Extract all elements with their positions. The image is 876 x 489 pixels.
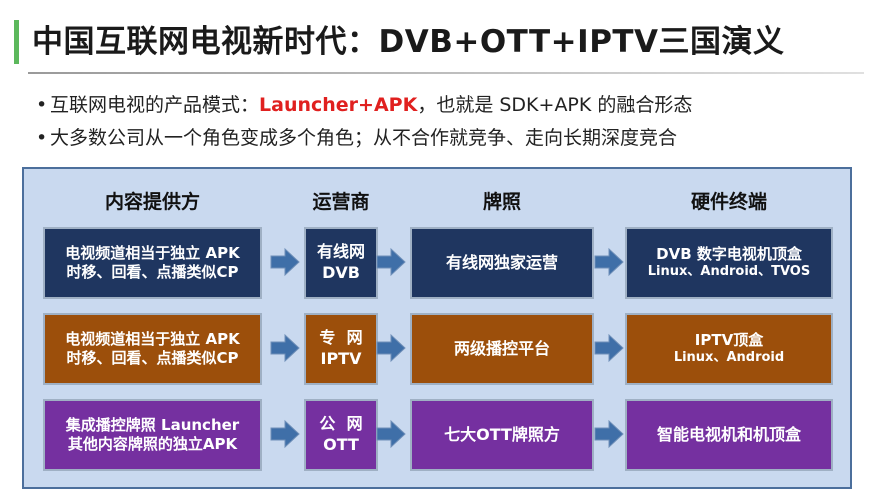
box-line: 电视频道相当于独立 APK — [65, 243, 240, 262]
bullet-1-suffix: ，也就是 SDK+APK 的融合形态 — [417, 94, 693, 116]
box-line: IPTV顶盒 — [694, 330, 764, 349]
operator-box-iptv: 专 网 IPTV — [304, 313, 378, 385]
box-line: 时移、回看、点播类似CP — [66, 349, 239, 367]
box-line: 智能电视机和机顶盒 — [656, 424, 801, 444]
right-arrow-icon — [376, 247, 406, 277]
bullet-dot: • — [36, 127, 48, 149]
box-line: Linux、Android、TVOS — [647, 264, 811, 280]
box-line: OTT — [323, 435, 359, 454]
license-box-iptv: 两级播控平台 — [410, 313, 594, 385]
column-header-hardware: 硬件终端 — [690, 191, 767, 213]
operator-box-ott: 公 网 OTT — [304, 399, 378, 471]
bullet-1-text: 互联网电视的产品模式： — [50, 94, 260, 116]
right-arrow-icon — [376, 333, 406, 363]
page-title: 中国互联网电视新时代：DVB+OTT+IPTV三国演义 — [32, 24, 785, 60]
bullet-1: •互联网电视的产品模式：Launcher+APK，也就是 SDK+APK 的融合… — [36, 90, 692, 117]
bullet-2: •大多数公司从一个角色变成多个角色；从不合作就竞争、走向长期深度竞合 — [36, 123, 677, 150]
box-line: 时移、回看、点播类似CP — [66, 263, 239, 281]
box-line: 电视频道相当于独立 APK — [65, 329, 240, 348]
title-divider — [28, 72, 864, 74]
right-arrow-icon — [376, 419, 406, 449]
operator-box-dvb: 有线网 DVB — [304, 227, 378, 299]
column-header-content: 内容提供方 — [104, 191, 200, 213]
hardware-box-dvb: DVB 数字电视机顶盒 Linux、Android、TVOS — [625, 227, 833, 299]
box-line: 两级播控平台 — [453, 338, 550, 358]
right-arrow-icon — [270, 419, 300, 449]
box-line: 专 网 — [319, 328, 363, 348]
box-line: Linux、Android — [673, 350, 785, 366]
license-box-dvb: 有线网独家运营 — [410, 227, 594, 299]
hardware-box-iptv: IPTV顶盒 Linux、Android — [625, 313, 833, 385]
bullet-1-highlight: Launcher+APK — [259, 94, 418, 116]
right-arrow-icon — [594, 419, 624, 449]
box-line: DVB 数字电视机顶盒 — [656, 244, 802, 263]
bullet-2-text: 大多数公司从一个角色变成多个角色；从不合作就竞争、走向长期深度竞合 — [50, 127, 678, 149]
column-header-operator: 运营商 — [312, 191, 370, 213]
title-accent-bar — [14, 20, 19, 64]
box-line: DVB — [322, 263, 360, 282]
content-provider-box-iptv: 电视频道相当于独立 APK 时移、回看、点播类似CP — [43, 313, 262, 385]
box-line: 集成播控牌照 Launcher — [65, 415, 240, 434]
right-arrow-icon — [270, 333, 300, 363]
content-provider-box-ott: 集成播控牌照 Launcher 其他内容牌照的独立APK — [43, 399, 262, 471]
right-arrow-icon — [270, 247, 300, 277]
column-header-license: 牌照 — [482, 191, 521, 213]
box-line: 其他内容牌照的独立APK — [67, 435, 238, 453]
content-provider-box-dvb: 电视频道相当于独立 APK 时移、回看、点播类似CP — [43, 227, 262, 299]
box-line: IPTV — [320, 349, 362, 368]
right-arrow-icon — [594, 247, 624, 277]
hardware-box-ott: 智能电视机和机顶盒 — [625, 399, 833, 471]
box-line: 七大OTT牌照方 — [444, 424, 560, 444]
right-arrow-icon — [594, 333, 624, 363]
bullet-dot: • — [36, 94, 48, 116]
box-line: 有线网独家运营 — [445, 252, 558, 272]
box-line: 有线网 — [316, 242, 365, 262]
box-line: 公 网 — [319, 414, 363, 434]
license-box-ott: 七大OTT牌照方 — [410, 399, 594, 471]
